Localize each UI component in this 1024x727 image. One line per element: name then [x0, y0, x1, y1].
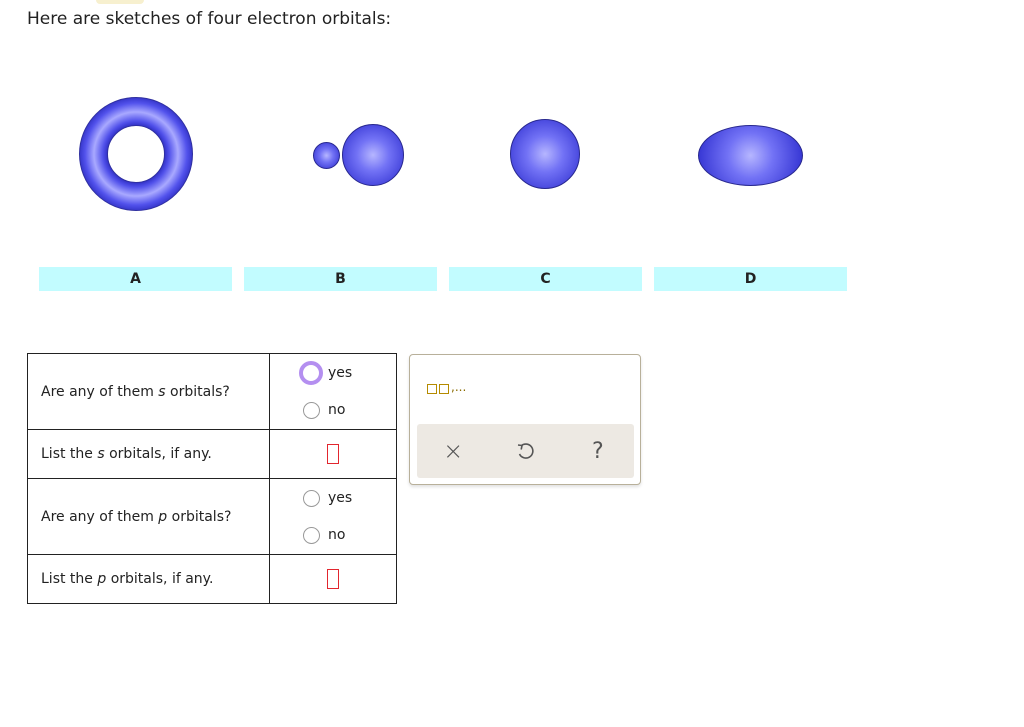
tab-hint: [96, 0, 144, 4]
answer-list-p-orbitals: [269, 554, 397, 604]
answer-tool-panel: ,... × ?: [409, 354, 641, 485]
answer-s-orbitals-radio: yes no: [269, 353, 397, 430]
question-table: Are any of them s orbitals? yes no List …: [27, 353, 397, 604]
radio-option-no[interactable]: no: [270, 392, 396, 429]
question-list-s-orbitals: List the s orbitals, if any.: [27, 429, 270, 479]
radio-label-no: no: [328, 402, 346, 418]
template-box-icon: [439, 384, 449, 394]
radio-button-yes[interactable]: [303, 489, 320, 507]
clear-button[interactable]: ×: [433, 431, 473, 471]
question-text: List the p orbitals, if any.: [41, 571, 214, 587]
question-text: List the s orbitals, if any.: [41, 446, 212, 462]
answer-p-orbitals-radio: yes no: [269, 478, 397, 555]
undo-button[interactable]: [505, 431, 545, 471]
help-icon: ?: [591, 438, 604, 464]
undo-icon: [518, 443, 535, 459]
orbital-b-small-lobe: [313, 142, 340, 169]
template-box-icon: [427, 384, 437, 394]
s-orbitals-input[interactable]: [327, 444, 339, 464]
radio-option-yes[interactable]: yes: [270, 480, 396, 517]
help-button[interactable]: ?: [578, 431, 618, 471]
tool-bar: × ?: [417, 424, 634, 478]
radio-option-no[interactable]: no: [270, 517, 396, 554]
orbital-b-large-lobe: [342, 124, 404, 186]
question-s-orbitals: Are any of them s orbitals?: [27, 353, 270, 430]
close-icon: ×: [443, 437, 464, 465]
template-suffix: ,...: [451, 380, 467, 394]
orbital-c-sketch: [510, 119, 580, 189]
question-text: Are any of them p orbitals?: [41, 508, 232, 525]
radio-button-no[interactable]: [303, 401, 320, 419]
orbital-label-d: D: [654, 267, 847, 291]
question-list-p-orbitals: List the p orbitals, if any.: [27, 554, 270, 604]
radio-option-yes[interactable]: yes: [270, 355, 396, 392]
question-text: Are any of them s orbitals?: [41, 383, 230, 400]
radio-label-yes: yes: [328, 490, 353, 506]
radio-label-no: no: [328, 527, 346, 543]
radio-button-yes[interactable]: [299, 361, 323, 385]
list-template-button[interactable]: ,...: [427, 380, 466, 394]
question-prompt: Here are sketches of four electron orbit…: [27, 9, 392, 29]
orbital-a-sketch: [79, 97, 193, 211]
question-p-orbitals: Are any of them p orbitals?: [27, 478, 270, 555]
p-orbitals-input[interactable]: [327, 569, 339, 589]
orbital-label-c: C: [449, 267, 642, 291]
radio-button-no[interactable]: [303, 526, 320, 544]
orbital-label-b: B: [244, 267, 437, 291]
answer-list-s-orbitals: [269, 429, 397, 479]
orbital-label-a: A: [39, 267, 232, 291]
radio-label-yes: yes: [328, 365, 353, 381]
orbital-d-sketch: [698, 125, 803, 186]
